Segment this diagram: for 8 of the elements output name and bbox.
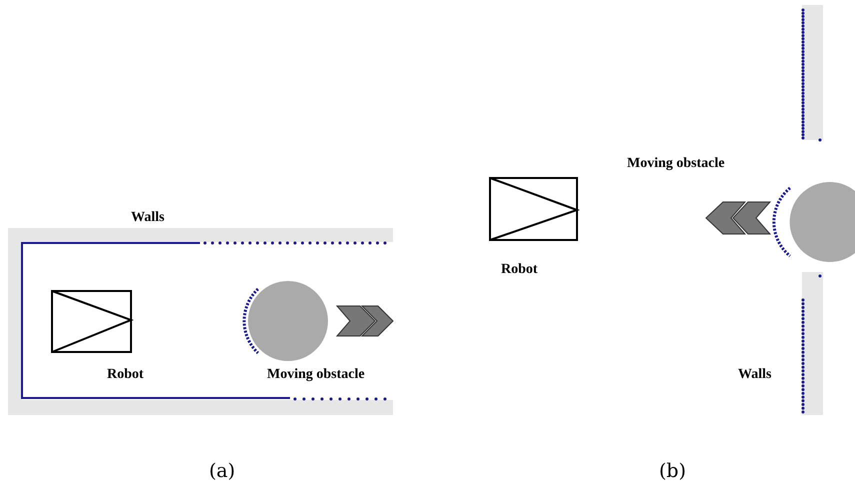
panel-caption: (b) (659, 460, 686, 482)
wall-label: Walls (738, 367, 772, 383)
obstacle-label: Moving obstacle (627, 156, 725, 172)
obstacle-label: Moving obstacle (267, 367, 365, 383)
robot-label: Robot (107, 367, 144, 383)
panel-caption: (a) (209, 460, 236, 482)
wall-label: Walls (131, 210, 164, 226)
robot-label: Robot (501, 262, 538, 278)
